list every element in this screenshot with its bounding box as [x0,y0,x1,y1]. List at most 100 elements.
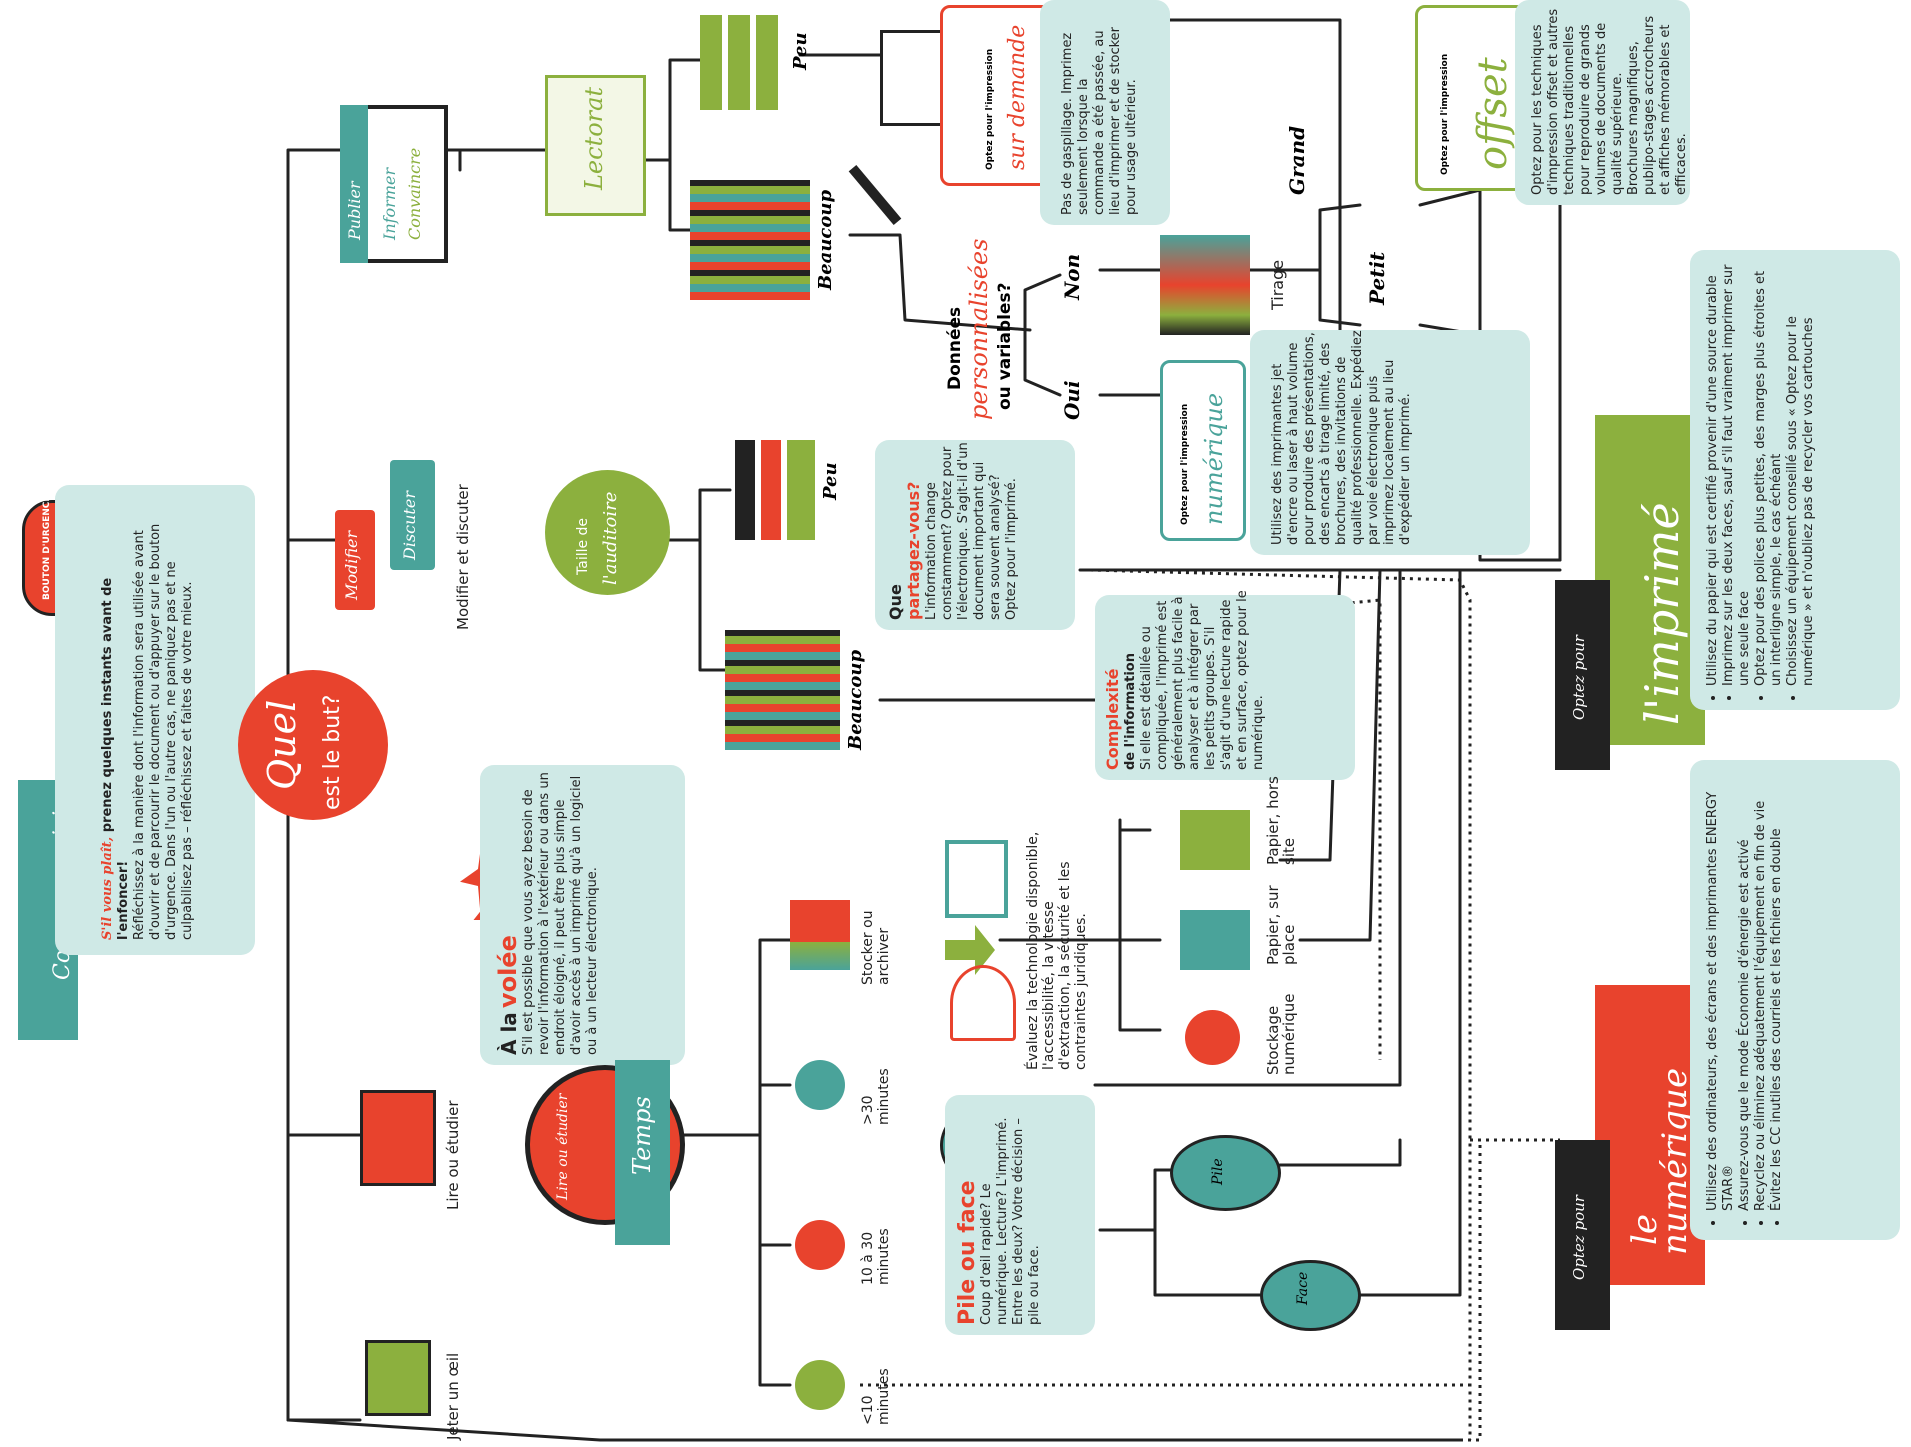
numerique-big2: numérique [1655,1067,1695,1255]
imprime-optez-banner [1555,580,1610,770]
modifier-sign [335,510,375,610]
complexite-text: Complexité de l'information Si elle est … [1103,590,1266,770]
evaluez-text: Évaluez la technologie disponible, l'acc… [1025,831,1089,1070]
disc-icon [1185,1010,1240,1065]
partagez-text: Que partagez-vous? L'information change … [886,442,1019,620]
imprime-bullets: Utilisez du papier qui est certifié prov… [1705,260,1817,700]
audience-few-icon [735,440,815,540]
books-icon [360,1090,436,1186]
offset-panel [1515,0,1690,205]
emergency-button-label: BOUTON D'URGENCE [42,495,52,600]
tirage-petit: Petit [1365,251,1389,305]
imprime-panel [1690,250,1900,710]
audience-badge [545,470,670,595]
central-but: est le but? [320,694,345,810]
discuter-sign [390,460,435,570]
publish-sign-stripe [340,105,368,263]
archive-icon [790,900,850,970]
central-badge [238,670,388,820]
pile-text: Pile ou face Coup d'œil rapide? Le numér… [955,1117,1042,1325]
audience-peu: Peu [820,462,841,500]
audience-beaucoup: Beaucoup [845,649,866,750]
lectorat-label: Lectorat [580,86,608,190]
imprime-bullet: Optez pour des polices plus petites, des… [1753,260,1785,686]
intro-text: S'il vous plaît, prenez quelques instant… [100,523,195,940]
people-few-icon [700,15,780,110]
imprime-bullet: Utilisez du papier qui est certifié prov… [1705,260,1721,686]
numerique-bullet: Assurez-vous que le mode Économie d'éner… [1737,775,1753,1211]
num-print-desc: Utilisez des imprimantes jet d'encre ou … [1270,330,1413,545]
numerique-bullet: Utilisez des ordinateurs, des écrans et … [1705,775,1737,1211]
temps-stocker: Stocker ou archiver [860,910,892,985]
printer-icon [880,30,946,126]
clock-30-icon [795,1060,845,1110]
num-print-big: numérique [1200,392,1228,525]
demand-small: Optez pour l'impression [985,48,995,170]
audience-l2: l'auditoire [600,491,621,585]
temps-t1030: 10 à 30 minutes [860,1228,892,1285]
numerique-bullet: Évitez les CC inutiles des courriels et … [1769,775,1785,1211]
coin-face [1260,1260,1361,1331]
storage-place: Papier, sur place [1264,885,1298,965]
audience-l1: Taille de [575,517,591,575]
numerique-panel [1690,760,1900,1240]
publish-l1: Publier [345,181,364,240]
imprime-bullet: Imprimez sur les deux faces, sauf s'il f… [1721,260,1753,687]
lectorat-beaucoup: Beaucoup [815,189,836,290]
lectorat-peu: Peu [790,32,811,70]
modify-label: Modifier et discuter [454,484,472,630]
storage-hors: Papier, hors site [1264,776,1298,865]
demand-box [940,5,1051,186]
people-many-icon [690,180,810,300]
donnees-non: Non [1060,253,1084,300]
cards-stack-icon [1160,235,1250,335]
glance-label: Jeter un œil [444,1352,462,1440]
num-print-small: Optez pour l'impression [1180,403,1190,525]
publish-l3: Convaincre [405,147,424,240]
numerique-bullets: Utilisez des ordinateurs, des écrans et … [1705,775,1785,1225]
numerique-box [1160,360,1246,541]
numerique-optez: Optez pour [1570,1195,1588,1280]
scales-icon [950,965,1016,1041]
onsite-icon [1180,910,1250,970]
storage-num: Stockage numérique [1264,993,1298,1075]
temps-t10: <10 minutes [860,1368,892,1425]
clock-1030-icon [795,1220,845,1270]
read-label: Lire ou étudier [444,1100,462,1210]
coin-face-label: Face [1295,1271,1311,1305]
monitor-icon [945,840,1008,918]
imprime-big: l'imprimé [1635,502,1689,725]
num-print-panel [1250,330,1530,555]
complexite-panel [1095,595,1355,780]
imprime-box [1595,415,1705,745]
clock-10-icon [795,1360,845,1410]
donnees-l1: Données [945,306,965,390]
tirage-grand: Grand [1285,125,1309,195]
partagez-panel [875,440,1075,630]
glasses-icon [365,1340,431,1416]
numerique-optez-banner [1555,1140,1610,1330]
coin-pile [1170,1135,1281,1211]
publish-l2: Informer [380,167,399,240]
audience-many-icon [725,630,840,750]
donnees-l3: ou variables? [995,282,1015,410]
intro-panel [55,485,255,955]
donnees-oui: Oui [1060,380,1084,420]
offset-desc: Optez pour les techniques d'impression o… [1530,8,1689,195]
numerique-box-big [1595,985,1705,1285]
temps-banner [615,1060,670,1245]
demand-panel [1040,0,1170,225]
offset-big: offset [1470,57,1516,170]
lectorat-book-icon [545,75,646,216]
discuter-label: Discuter [400,491,419,560]
imprime-optez: Optez pour [1570,635,1588,720]
numerique-bullet: Recyclez ou éliminez adéquatement l'équi… [1753,775,1769,1211]
temps-arc: Lire ou étudier [555,1093,571,1200]
volee-text: À la volée S'il est possible que vous ay… [494,772,600,1055]
pile-panel [945,1095,1095,1335]
tirage-label: Tirage [1268,259,1287,310]
demand-desc: Pas de gaspillage. Imprimez seulement lo… [1060,26,1139,215]
demand-big: sur demande [1005,24,1030,170]
offsite-icon [1180,810,1250,870]
volee-panel [480,765,685,1065]
